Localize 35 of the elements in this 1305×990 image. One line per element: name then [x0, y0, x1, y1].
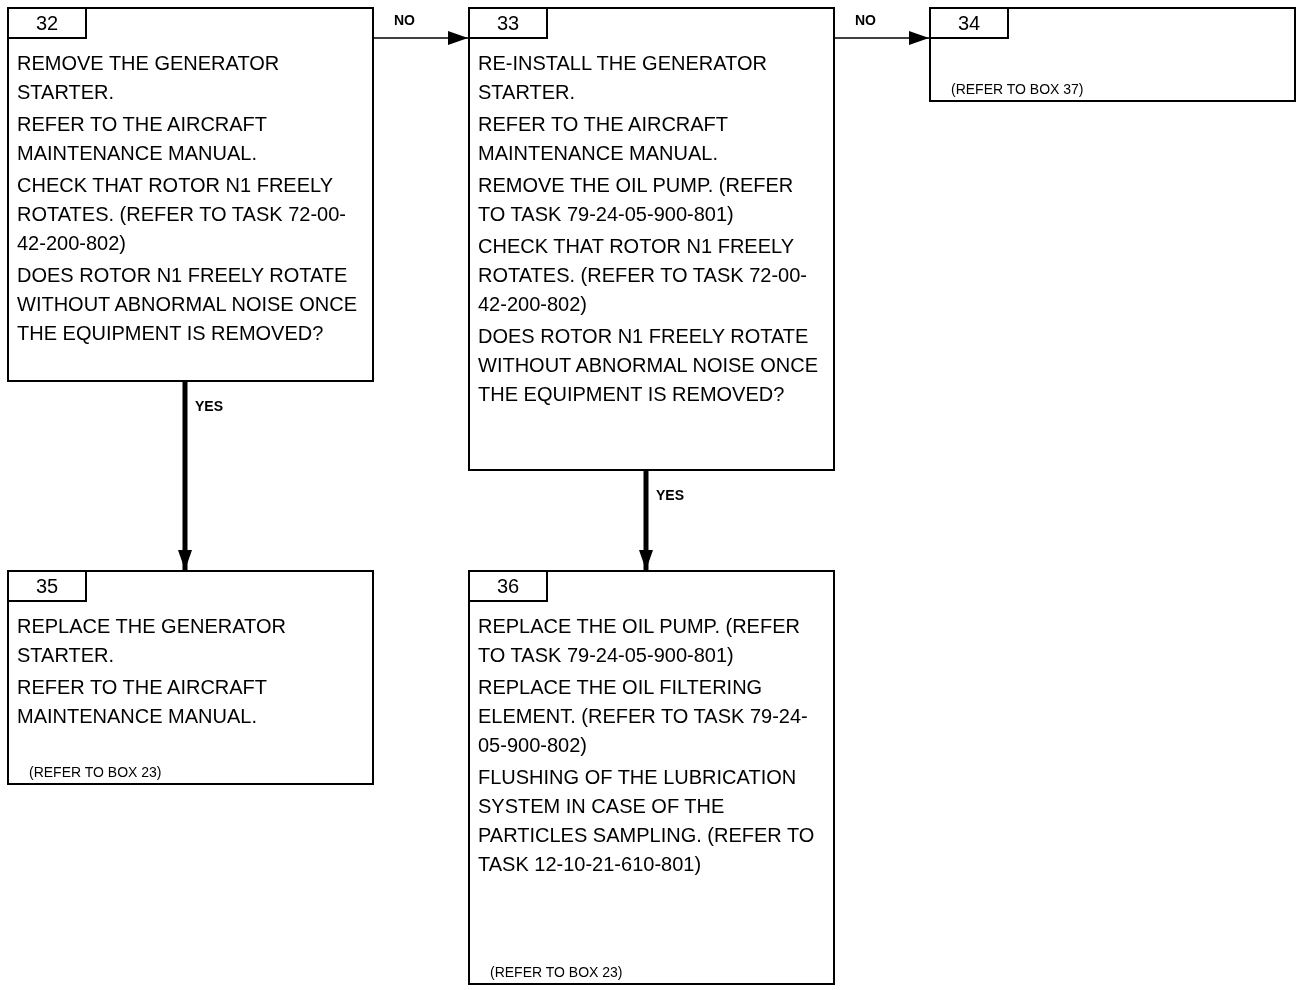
- reference-note: (REFER TO BOX 37): [951, 80, 1084, 98]
- instruction-text: REMOVE THE GENERATOR STARTER.: [17, 51, 281, 105]
- step-box: [468, 570, 835, 985]
- step-number: 33: [470, 9, 548, 39]
- step-box: [7, 7, 374, 382]
- instruction-text: REMOVE THE OIL PUMP. (REFER TO TASK 79-24-05-900-801): [478, 173, 795, 227]
- instruction-text: CHECK THAT ROTOR N1 FREELY ROTATES. (REFER TO TASK 72-00-42-200-802): [17, 173, 347, 256]
- step-number: 32: [9, 9, 87, 39]
- edge-label: YES: [654, 487, 686, 503]
- instruction-text: REPLACE THE OIL FILTERING ELEMENT. (REFER TO TASK 79-24-05-900-802): [478, 675, 809, 758]
- instruction-text: CHECK THAT ROTOR N1 FREELY ROTATES. (REFER TO TASK 72-00-42-200-802): [478, 234, 808, 317]
- arrow: [639, 471, 653, 570]
- instruction-text: REFER TO THE AIRCRAFT MAINTENANCE MANUAL.: [17, 112, 268, 166]
- step-number: 34: [931, 9, 1009, 39]
- instruction-text: REPLACE THE GENERATOR STARTER.: [17, 614, 287, 668]
- instruction-text: REFER TO THE AIRCRAFT MAINTENANCE MANUAL.: [478, 112, 729, 166]
- instruction-text: DOES ROTOR N1 FREELY ROTATE WITHOUT ABNORMAL NOISE ONCE THE EQUIPMENT IS REMOVED?: [17, 263, 359, 346]
- arrow: [834, 31, 930, 45]
- step-box: [929, 7, 1296, 102]
- reference-note: (REFER TO BOX 23): [29, 763, 162, 781]
- instruction-text: REFER TO THE AIRCRAFT MAINTENANCE MANUAL.: [17, 675, 268, 729]
- instruction-text: FLUSHING OF THE LUBRICATION SYSTEM IN CASE OF THE PARTICLES SAMPLING. (REFER TO TASK 12-10-21-610-801): [478, 765, 816, 877]
- step-number: 35: [9, 572, 87, 602]
- instruction-text: RE-INSTALL THE GENERATOR STARTER.: [478, 51, 768, 105]
- arrow: [178, 382, 192, 570]
- arrow: [373, 31, 469, 45]
- step-box: [7, 570, 374, 785]
- reference-note: (REFER TO BOX 23): [490, 963, 623, 981]
- instruction-text: DOES ROTOR N1 FREELY ROTATE WITHOUT ABNORMAL NOISE ONCE THE EQUIPMENT IS REMOVED?: [478, 324, 820, 407]
- edge-label: YES: [193, 398, 225, 414]
- step-number: 36: [470, 572, 548, 602]
- step-box: [468, 7, 835, 471]
- edge-label: NO: [392, 12, 417, 28]
- edge-label: NO: [853, 12, 878, 28]
- instruction-text: REPLACE THE OIL PUMP. (REFER TO TASK 79-24-05-900-801): [478, 614, 801, 668]
